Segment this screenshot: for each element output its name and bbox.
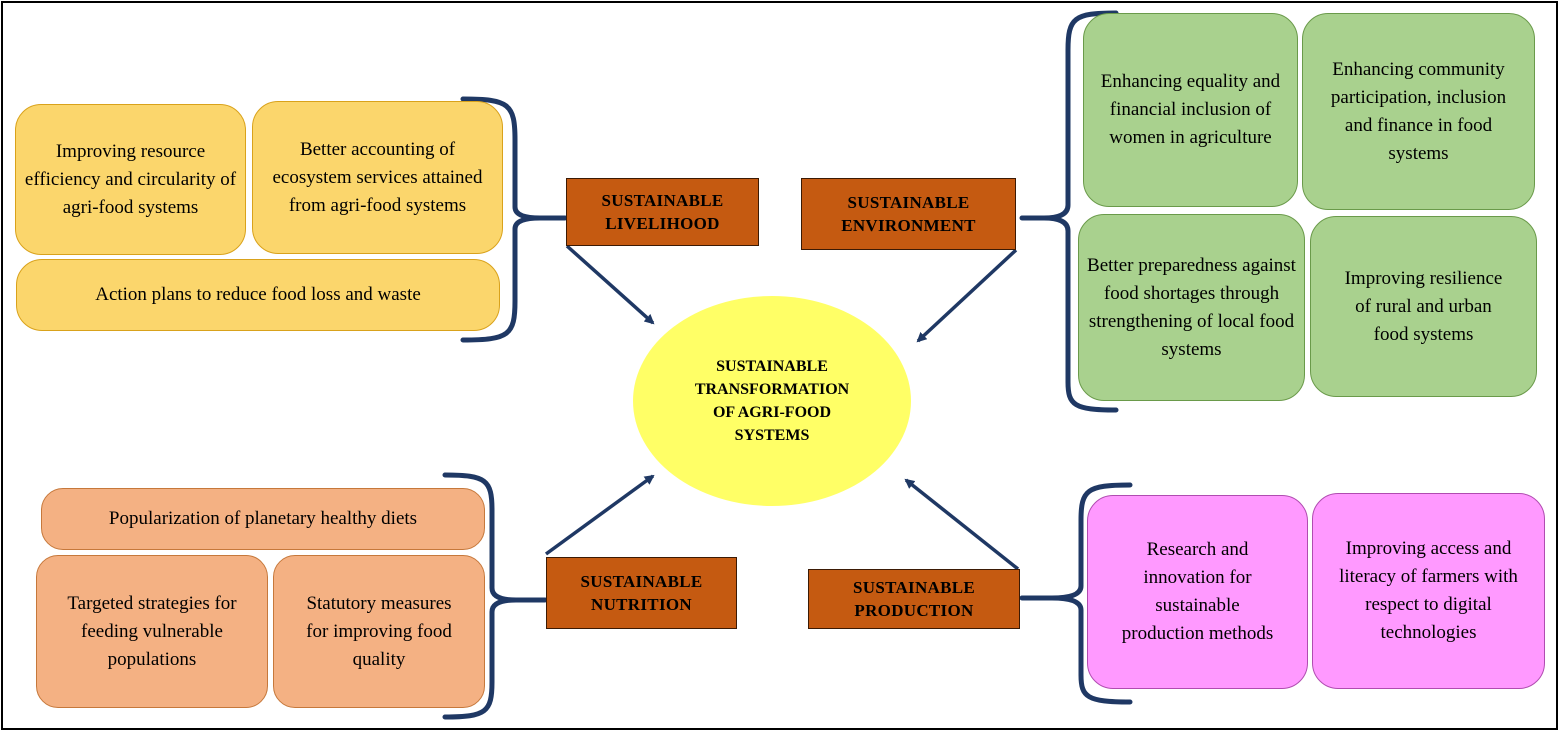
central-goal: SUSTAINABLE TRANSFORMATION OF AGRI-FOOD … xyxy=(633,296,911,506)
theme-sustainable-livelihood: SUSTAINABLE LIVELIHOOD xyxy=(566,178,759,246)
nutrition-item-targeted-strategies: Targeted strategies for feeding vulnerab… xyxy=(36,555,268,708)
livelihood-arrow xyxy=(565,244,655,325)
environment-item-food-shortage-preparedness: Better preparedness against food shortag… xyxy=(1078,214,1305,401)
nutrition-item-healthy-diets: Popularization of planetary healthy diet… xyxy=(41,488,485,550)
theme-sustainable-environment: SUSTAINABLE ENVIRONMENT xyxy=(801,178,1016,250)
nutrition-arrow xyxy=(544,474,655,556)
livelihood-brace xyxy=(460,96,568,343)
theme-sustainable-production: SUSTAINABLE PRODUCTION xyxy=(808,569,1020,629)
environment-item-community-participation: Enhancing community participation, inclu… xyxy=(1302,13,1535,210)
environment-item-women-inclusion: Enhancing equality and financial inclusi… xyxy=(1083,13,1298,207)
production-brace xyxy=(1019,482,1133,705)
environment-item-food-resilience: Improving resilience of rural and urban … xyxy=(1310,216,1537,397)
production-item-research-innovation: Research and innovation for sustainable … xyxy=(1087,495,1308,689)
theme-sustainable-nutrition: SUSTAINABLE NUTRITION xyxy=(546,557,737,629)
livelihood-item-resource-efficiency: Improving resource efficiency and circul… xyxy=(15,104,246,255)
environment-arrow xyxy=(916,248,1018,343)
nutrition-brace xyxy=(442,472,548,720)
livelihood-item-food-loss: Action plans to reduce food loss and was… xyxy=(16,259,500,331)
environment-brace xyxy=(1019,10,1119,413)
production-item-digital-literacy: Improving access and literacy of farmers… xyxy=(1312,493,1545,689)
production-arrow xyxy=(904,478,1020,571)
livelihood-item-ecosystem-accounting: Better accounting of ecosystem services … xyxy=(252,101,503,254)
nutrition-item-statutory-measures: Statutory measures for improving food qu… xyxy=(273,555,485,708)
